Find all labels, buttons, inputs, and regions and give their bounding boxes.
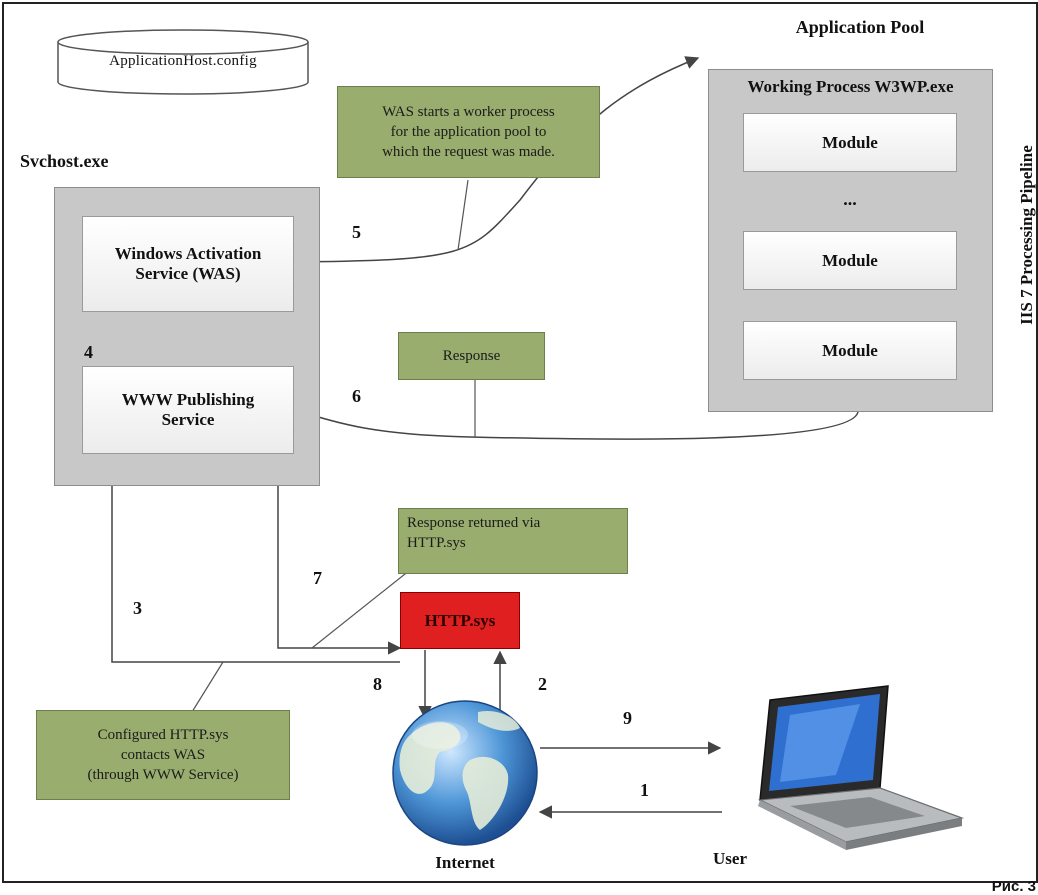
callout-leader-returned xyxy=(311,569,411,649)
http-sys-label: HTTP.sys xyxy=(424,610,496,630)
arrow-step-5 xyxy=(293,56,700,263)
was-box: Windows Activation Service (WAS) xyxy=(82,216,294,312)
module-label: Module xyxy=(822,132,878,152)
was-label-line1: Windows Activation xyxy=(114,244,262,263)
note-was-starts: WAS starts a worker process for the appl… xyxy=(337,86,600,178)
internet-label: Internet xyxy=(435,853,495,872)
note-returned-line1: Response returned via xyxy=(407,515,541,531)
step-5: 5 xyxy=(352,222,361,242)
http-sys-box: HTTP.sys xyxy=(400,592,520,649)
callout-leader-configured xyxy=(191,661,224,713)
module-label: Module xyxy=(822,340,878,360)
step-8: 8 xyxy=(373,674,382,694)
config-cylinder xyxy=(57,29,309,95)
note-was-line1: WAS starts a worker process xyxy=(382,103,555,120)
worker-process-title: Working Process W3WP.exe xyxy=(747,77,954,96)
step-2: 2 xyxy=(538,674,547,694)
note-configured-line3: (through WWW Service) xyxy=(87,767,239,784)
svchost-title: Svchost.exe xyxy=(20,151,109,171)
note-returned-line2: HTTP.sys xyxy=(407,535,466,552)
app-pool-title: Application Pool xyxy=(795,17,925,37)
laptop-icon xyxy=(757,685,965,850)
globe-icon xyxy=(392,700,538,846)
step-4: 4 xyxy=(84,342,93,362)
note-configured-http: Configured HTTP.sys contacts WAS (throug… xyxy=(36,710,290,800)
note-configured-line2: contacts WAS xyxy=(120,746,206,763)
was-label-line2: Service (WAS) xyxy=(135,264,241,283)
note-response: Response xyxy=(398,332,545,380)
step-6: 6 xyxy=(352,386,361,406)
module-ellipsis: ... xyxy=(843,189,857,209)
arrow-step-6 xyxy=(288,405,859,440)
note-was-line2: for the application pool to xyxy=(390,123,547,140)
config-file-label: ApplicationHost.config xyxy=(109,53,257,70)
www-label-line1: WWW Publishing xyxy=(121,390,255,409)
pipeline-label: IIS 7 Processing Pipeline xyxy=(1016,145,1036,325)
module-box-2: Module xyxy=(743,231,957,290)
note-was-line3: which the request was made. xyxy=(382,144,555,161)
note-configured-line1: Configured HTTP.sys xyxy=(97,726,229,743)
arrow-step-3 xyxy=(105,454,400,663)
arrow-step-7 xyxy=(277,455,402,655)
note-response-text: Response xyxy=(442,347,501,364)
callout-leader-was xyxy=(457,179,469,251)
module-box-3: Module xyxy=(743,321,957,380)
step-9: 9 xyxy=(623,708,632,728)
module-label: Module xyxy=(822,250,878,270)
figure-caption: Рис. 3 xyxy=(991,878,1036,895)
step-7: 7 xyxy=(313,568,322,588)
step-1: 1 xyxy=(640,780,649,800)
note-response-returned: Response returned via HTTP.sys xyxy=(398,508,628,574)
www-service-box: WWW Publishing Service xyxy=(82,366,294,454)
step-3: 3 xyxy=(133,598,142,618)
www-label-line2: Service xyxy=(161,410,215,429)
user-label: User xyxy=(713,849,747,868)
module-box-1: Module xyxy=(743,113,957,172)
